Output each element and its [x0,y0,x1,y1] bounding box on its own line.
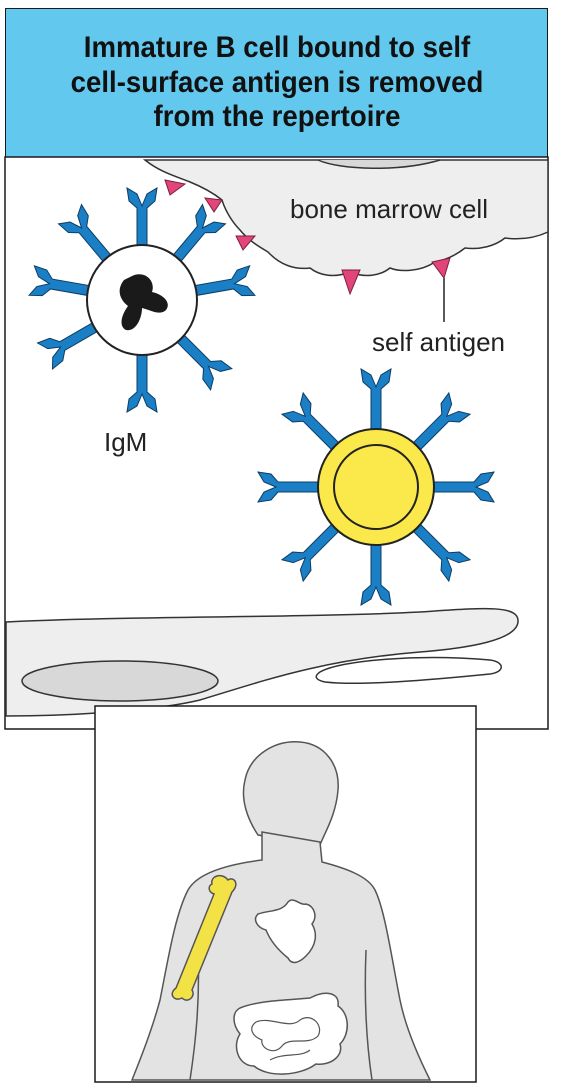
stromal-nucleus [21,660,219,702]
human-body [130,741,432,1081]
torso [130,831,432,1081]
humerus-bone [171,874,237,1001]
igm-label: IgM [104,427,147,457]
apoptotic-b-cell [257,368,495,606]
bone-marrow-cell [142,159,549,277]
nucleus-hint [317,159,441,169]
bound-b-cell [28,187,256,413]
stromal-process [315,656,502,685]
head [242,741,339,846]
bone-marrow-cell-label: bone marrow cell [290,194,488,224]
self-antigen-label: self antigen [372,327,505,357]
cell-nucleus [119,274,168,331]
title-banner: Immature B cell bound to self cell-surfa… [5,8,548,158]
heart [254,899,317,964]
title-text: Immature B cell bound to self cell-surfa… [70,31,483,134]
intestines [233,992,348,1075]
self-antigens [164,179,451,296]
